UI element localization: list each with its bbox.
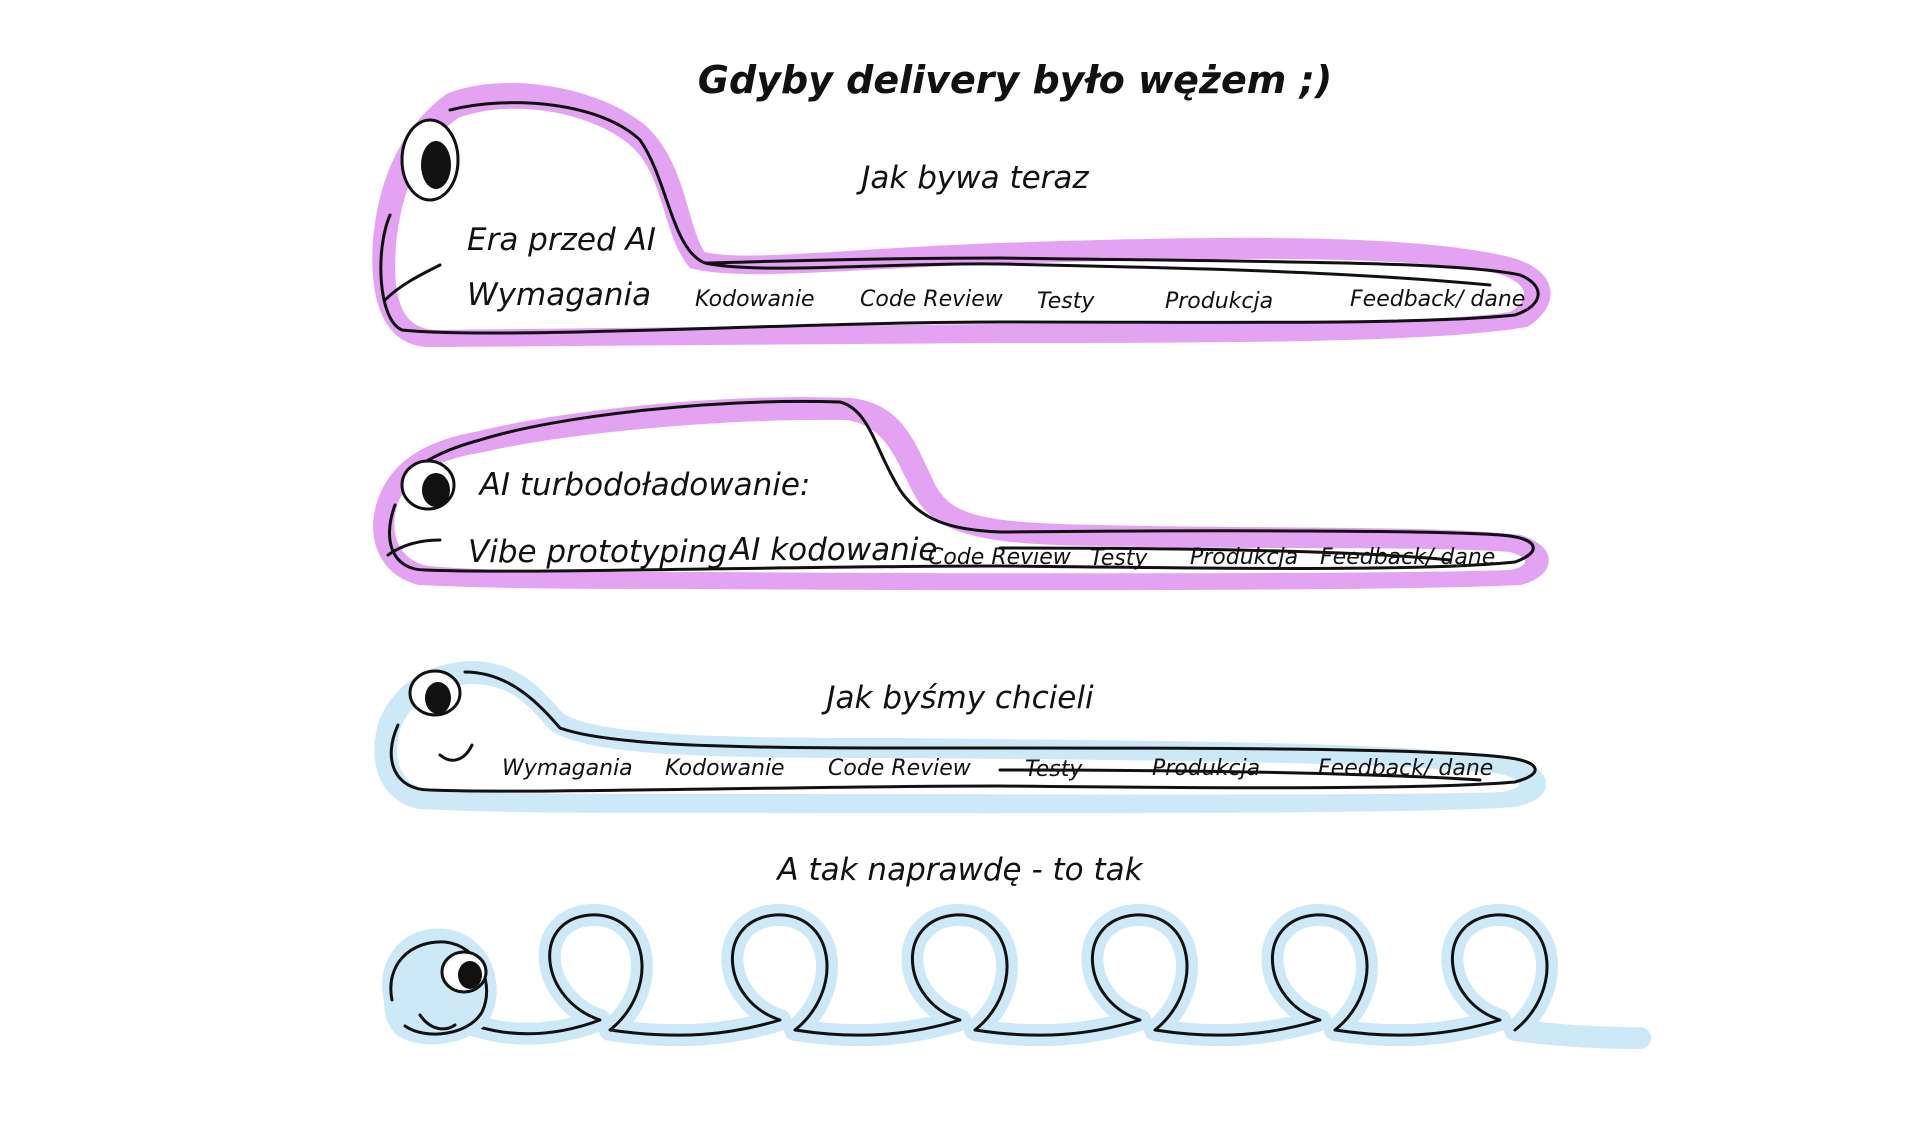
snake-current-body-fill-inner xyxy=(395,108,1524,330)
snake-ai-eye-pupil xyxy=(422,473,450,507)
snake-reality: A tak naprawdę - to tak xyxy=(382,852,1651,1049)
diagram-title: Gdyby delivery było wężem ;) xyxy=(698,58,1332,102)
snake-reality-outline xyxy=(438,913,1549,1037)
snake-current-eye-pupil xyxy=(421,141,451,189)
snake-ai-body-fill-inner xyxy=(394,419,1525,574)
stage-label: Wymagania xyxy=(467,277,651,313)
stage-label: Produkcja xyxy=(1152,756,1260,781)
stage-label: Vibe prototyping xyxy=(468,534,727,570)
snake-current: Jak bywa teraz Era przed AI Wymagania Ko… xyxy=(372,83,1551,347)
stage-label: Produkcja xyxy=(1190,545,1298,570)
snake-desired-eye-pupil xyxy=(425,682,451,714)
stage-label: AI kodowanie xyxy=(728,532,937,568)
snake-reality-mouth xyxy=(418,1013,457,1031)
snake-desired: Jak byśmy chcieli Wymagania Kodowanie Co… xyxy=(374,661,1547,814)
snake-ai-heading: AI turbodoładowanie: xyxy=(478,467,811,503)
snake-current-era-label: Era przed AI xyxy=(467,222,656,258)
snake-desired-body-fill-inner xyxy=(397,684,1520,795)
snake-desired-mouth xyxy=(438,743,474,762)
stage-label: Wymagania xyxy=(502,756,633,781)
snake-desired-heading: Jak byśmy chcieli xyxy=(820,680,1094,716)
snake-ai-mouth xyxy=(386,538,442,557)
snake-ai-outline xyxy=(387,399,1535,573)
stage-label: Feedback/ dane xyxy=(1320,545,1495,570)
stage-label: Kodowanie xyxy=(695,287,815,312)
stage-label: Code Review xyxy=(828,756,972,781)
stage-label: Code Review xyxy=(928,545,1072,570)
stage-label: Testy xyxy=(1025,757,1083,782)
stage-label: Feedback/ dane xyxy=(1350,287,1525,312)
snake-current-outline xyxy=(379,101,1540,335)
snake-current-mouth xyxy=(383,263,442,302)
snake-current-heading: Jak bywa teraz xyxy=(855,160,1089,196)
snake-desired-outline xyxy=(389,670,1537,793)
stage-label: Code Review xyxy=(860,287,1004,312)
stage-label: Feedback/ dane xyxy=(1318,756,1493,781)
stage-label: Kodowanie xyxy=(665,756,785,781)
stage-label: Testy xyxy=(1037,289,1095,314)
snake-ai: AI turbodoładowanie: Vibe prototyping AI… xyxy=(373,397,1549,591)
snake-reality-heading: A tak naprawdę - to tak xyxy=(775,852,1143,888)
stage-label: Produkcja xyxy=(1165,289,1273,314)
snake-reality-eye-pupil xyxy=(458,961,482,989)
stage-label: Testy xyxy=(1090,546,1148,571)
